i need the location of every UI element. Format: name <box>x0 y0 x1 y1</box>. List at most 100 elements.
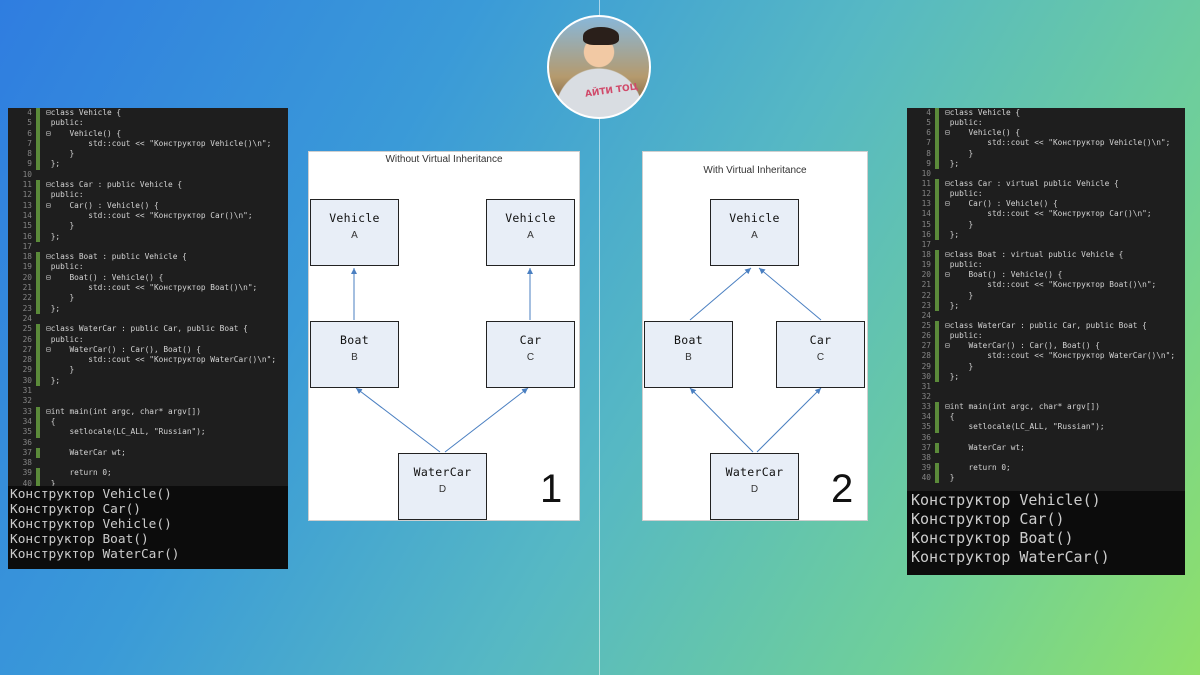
change-gutter <box>935 138 939 149</box>
change-gutter <box>36 468 40 479</box>
line-number: 27 <box>22 344 32 354</box>
code-line: 10 <box>907 169 1185 179</box>
code-text: ⊟class Boat : virtual public Vehicle { <box>945 249 1124 259</box>
code-line: 9 }; <box>907 158 1185 169</box>
diagram2-arrows <box>689 267 822 453</box>
line-number: 7 <box>27 138 32 148</box>
code-text: ⊟class Boat : public Vehicle { <box>46 252 187 262</box>
line-number: 21 <box>921 280 931 290</box>
avatar-shirt-text: АЙТИ ТОЦ <box>584 82 639 100</box>
change-gutter <box>36 210 40 222</box>
node-name: Car <box>809 333 832 347</box>
change-gutter <box>935 209 939 220</box>
code-line: 4 ⊟class Vehicle { <box>907 108 1185 119</box>
code-text: } <box>945 290 974 300</box>
change-gutter <box>935 320 939 332</box>
avatar-hair <box>583 27 619 45</box>
code-line: 21 std::cout << "Конструктор Boat()\n"; <box>8 283 288 294</box>
change-gutter <box>935 280 939 291</box>
line-number: 4 <box>926 108 931 117</box>
diagram-without-virtual: Without Virtual Inheritance Vehicle A Ve… <box>308 151 580 521</box>
code-text: ⊟ Boat() : Vehicle() { <box>945 270 1063 280</box>
node-name: WaterCar <box>413 465 472 479</box>
code-text: } <box>945 148 974 158</box>
line-number: 13 <box>22 200 32 210</box>
code-line: 26 public: <box>8 334 288 345</box>
code-text: ⊟class Vehicle { <box>945 108 1021 117</box>
change-gutter <box>935 178 939 190</box>
code-text: ⊟ WaterCar() : Car(), Boat() { <box>945 341 1100 351</box>
line-number: 16 <box>22 231 32 241</box>
code-text: return 0; <box>945 462 1011 472</box>
change-gutter <box>935 462 939 474</box>
line-number: 23 <box>22 303 32 313</box>
code-text: } <box>945 361 974 371</box>
code-line: 8 } <box>907 148 1185 159</box>
arrow-watercar-to-car <box>756 387 822 453</box>
code-line: 30 }; <box>907 371 1185 382</box>
change-gutter <box>935 341 939 352</box>
line-number: 16 <box>921 229 931 239</box>
code-line: 15 } <box>907 219 1185 230</box>
diagram1-arrows <box>351 268 533 453</box>
change-gutter <box>36 231 40 242</box>
code-line: 11⊟class Car : virtual public Vehicle { <box>907 178 1185 190</box>
code-line: 27⊟ WaterCar() : Car(), Boat() { <box>8 344 288 356</box>
code-line: 7 std::cout << "Конструктор Vehicle()\n"… <box>8 138 288 150</box>
arrow-boat-to-vehicle <box>689 267 752 321</box>
code-text: std::cout << "Конструктор Vehicle()\n"; <box>945 138 1171 148</box>
code-line: 27⊟ WaterCar() : Car(), Boat() { <box>907 341 1185 352</box>
change-gutter <box>36 334 40 345</box>
change-gutter <box>36 200 40 211</box>
change-gutter <box>36 447 40 459</box>
node-name: Vehicle <box>729 211 780 225</box>
console-output-left: Конструктор Vehicle()Конструктор Car()Ко… <box>8 486 288 569</box>
change-gutter <box>935 169 939 179</box>
code-text: } <box>46 293 75 303</box>
code-line: 40 } <box>8 478 288 486</box>
change-gutter <box>935 118 939 129</box>
node-letter: B <box>351 352 358 363</box>
node-letter: D <box>750 484 759 495</box>
arrow-watercar-to-car <box>444 387 529 453</box>
code-line: 19 public: <box>8 262 288 273</box>
code-text: std::cout << "Конструктор Car()\n"; <box>945 209 1152 219</box>
code-text: std::cout << "Конструктор WaterCar()\n"; <box>46 355 277 365</box>
arrow-car-to-vehicle <box>758 267 822 321</box>
change-gutter <box>36 221 40 232</box>
code-text: public: <box>945 189 983 199</box>
code-text: ⊟ Car() : Vehicle() { <box>945 199 1058 209</box>
code-line: 23 }; <box>8 303 288 314</box>
line-number: 12 <box>921 189 931 199</box>
line-number: 6 <box>926 128 931 138</box>
line-number: 20 <box>22 272 32 282</box>
code-line: 12 public: <box>8 190 288 201</box>
change-gutter <box>36 344 40 356</box>
line-number: 18 <box>921 249 931 259</box>
node-letter: A <box>351 230 358 241</box>
line-number: 5 <box>27 118 32 128</box>
change-gutter <box>36 406 40 417</box>
code-line: 35 setlocale(LC_ALL, "Russian"); <box>907 422 1185 433</box>
node-name: Boat <box>340 333 369 347</box>
node-boat: Boat B <box>644 321 733 388</box>
change-gutter <box>36 180 40 191</box>
code-line: 39 return 0; <box>8 468 288 479</box>
change-gutter <box>36 438 40 448</box>
code-line: 28 std::cout << "Конструктор WaterCar()\… <box>907 351 1185 362</box>
code-text: public: <box>46 118 84 128</box>
console-line: Конструктор Car() <box>10 502 141 517</box>
change-gutter <box>36 314 40 324</box>
node-car: Car C <box>776 321 865 388</box>
code-line: 36 <box>907 433 1185 443</box>
change-gutter <box>935 128 939 139</box>
change-gutter <box>36 386 40 396</box>
code-line: 22 } <box>907 290 1185 301</box>
line-number: 38 <box>22 458 32 468</box>
code-text: public: <box>945 260 983 270</box>
code-line: 37 WaterCar wt; <box>907 442 1185 453</box>
code-text: ⊟int main(int argc, char* argv[]) <box>945 402 1100 412</box>
code-line: 20⊟ Boat() : Vehicle() { <box>907 270 1185 281</box>
code-line: 24 <box>907 311 1185 321</box>
line-number: 29 <box>22 365 32 375</box>
